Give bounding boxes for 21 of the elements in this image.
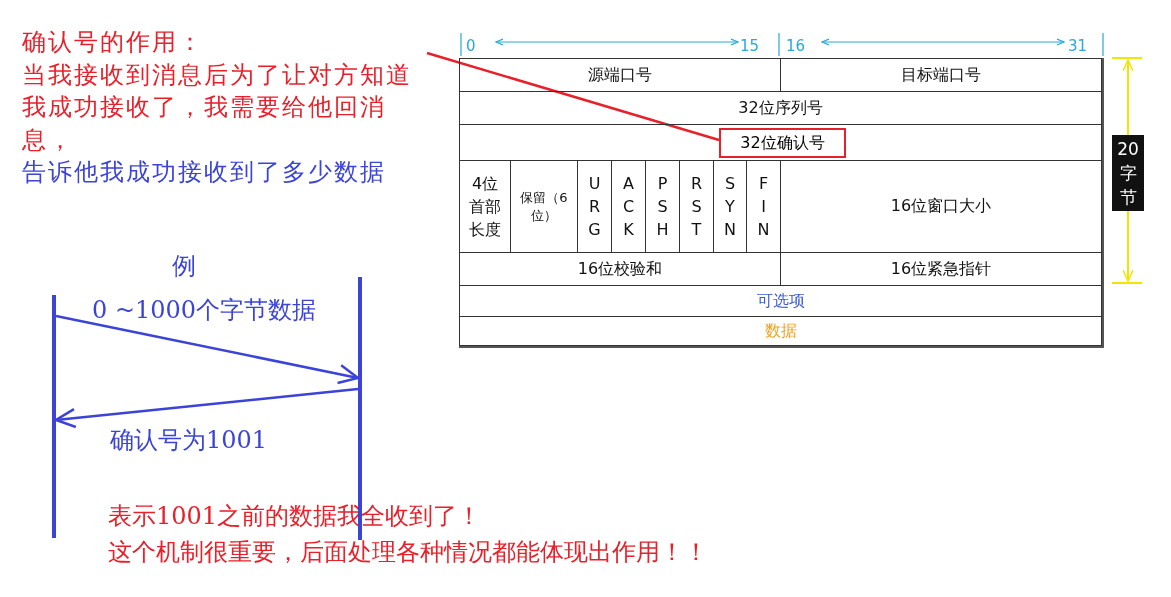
header-field-cell: 可选项 [459, 285, 1102, 317]
bit-number: 15 [740, 37, 761, 57]
leader-line [426, 51, 720, 142]
note-text: 这个机制很重要，后面处理各种情况都能体现出作用！！ [108, 537, 709, 568]
edge-label: 0 ~1000个字节数据 [92, 295, 317, 326]
note-text: 例 [172, 251, 197, 282]
note-text: 告诉他我成功接收到了多少数据 [22, 157, 387, 188]
arrow [54, 387, 359, 429]
bit-number: 31 [1068, 37, 1089, 57]
heading-text: 确认号的作用： [22, 27, 205, 58]
header-field-cell: 目标端口号 [780, 58, 1102, 92]
edge-label: 确认号为1001 [110, 425, 268, 456]
note-text: 当我接收到消息后为了让对方知道我成功接收了，我需要给他回消息， [22, 59, 413, 156]
size-badge: 20字节 [1112, 135, 1144, 211]
bit-number: 0 [466, 37, 477, 57]
header-field-cell: 源端口号 [459, 58, 781, 92]
header-field-cell: 32位序列号 [459, 91, 1102, 125]
arrow [55, 314, 360, 385]
highlighted-field: 32位确认号 [719, 128, 846, 158]
bit-number: 16 [786, 37, 807, 57]
header-field-cell: 数据 [459, 316, 1102, 346]
